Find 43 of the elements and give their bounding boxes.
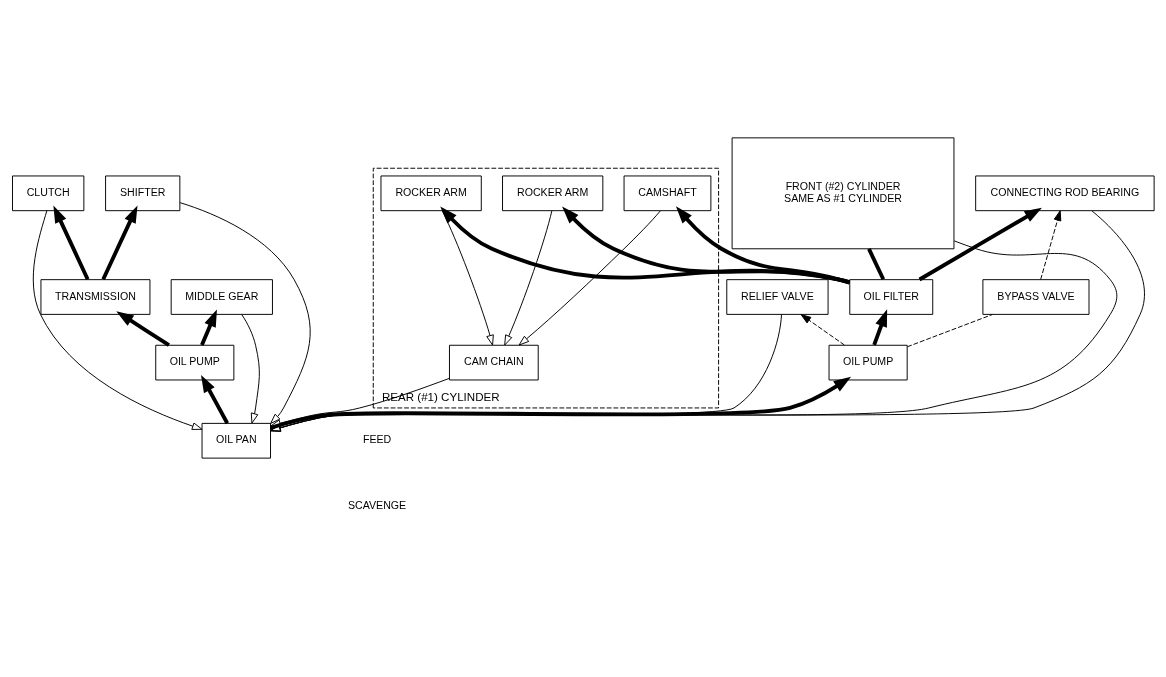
arrow [562,206,851,285]
node-box: BYPASS VALVE [982,279,1090,315]
arrow [270,210,1145,432]
connector [867,248,886,281]
node-box: ROCKER ARM [502,175,604,212]
arrow [270,240,1118,432]
arrow [179,202,311,424]
node-box: OIL PAN [201,422,271,459]
arrow [518,210,661,346]
node-box: TRANSMISSION [40,279,151,315]
arrow [53,205,90,281]
node-box: ROCKER ARM [380,175,482,212]
arrow [116,311,170,347]
node-box: OIL FILTER [849,279,934,315]
arrow [1040,210,1062,280]
arrow [241,314,260,424]
arrow [101,205,138,281]
node-box: CAM CHAIN [448,344,539,381]
node-box: OIL PUMP [828,344,908,381]
node-box: SHIFTER [105,175,181,212]
arrow [800,314,845,346]
arrow [200,309,217,346]
arrow [32,210,203,430]
legend-label: FEED [362,433,392,446]
node-box: OIL PUMP [155,344,235,381]
arrow [269,376,852,430]
node-box: FRONT (#2) CYLINDER SAME AS #1 CYLINDER [731,137,955,250]
arrow [504,210,553,346]
node-box: MIDDLE GEAR [170,279,273,315]
connector [907,314,993,348]
arrow [675,206,851,285]
arrow [270,314,782,432]
arrow [872,309,888,346]
legend-label: SCAVENGE [348,499,407,512]
arrow [441,210,494,346]
arrow [201,374,229,425]
node-box: RELIEF VALVE [726,279,829,315]
arrow [440,206,851,284]
arrow [918,207,1042,282]
arrow [270,377,450,428]
node-box: CONNECTING ROD BEARING [975,175,1155,212]
node-box: CLUTCH [12,175,85,212]
node-box: CAMSHAFT [623,175,712,212]
